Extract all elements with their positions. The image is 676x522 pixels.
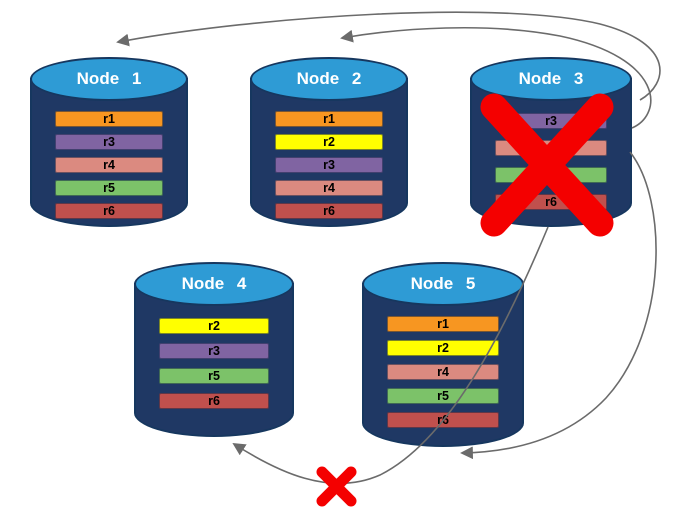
replica-bar: r2 — [387, 340, 499, 356]
node-3-cylinder: r3 r4 r5 r6 Node 3 — [470, 57, 632, 227]
replica-bar: r5 — [55, 180, 163, 196]
node-2-cylinder: r1 r2 r3 r4 r6 Node 2 — [250, 57, 408, 227]
replica-bar: r1 — [55, 111, 163, 127]
node-4-cylinder: r2 r3 r5 r6 Node 4 — [134, 262, 294, 437]
replica-bar: r5 — [387, 388, 499, 404]
broken-link-x-stroke — [316, 466, 357, 507]
replica-bar: r6 — [55, 203, 163, 219]
node-4-replica-list: r2 r3 r5 r6 — [159, 318, 269, 409]
replica-bar: r2 — [275, 134, 383, 150]
replica-bar: r3 — [495, 113, 607, 129]
replica-bar: r4 — [55, 157, 163, 173]
node-2-replica-list: r1 r2 r3 r4 r6 — [275, 111, 383, 219]
replica-bar: r6 — [275, 203, 383, 219]
replica-bar: r1 — [387, 316, 499, 332]
broken-link-x-stroke — [316, 466, 357, 507]
replica-bar: r6 — [495, 194, 607, 210]
node-5-replica-list: r1 r2 r4 r5 r6 — [387, 316, 499, 428]
node-4-title: Node 4 — [134, 262, 294, 306]
replica-bar: r3 — [159, 343, 269, 359]
replica-bar: r4 — [387, 364, 499, 380]
replica-bar: r3 — [275, 157, 383, 173]
node-3-title: Node 3 — [470, 57, 632, 101]
replica-bar: r3 — [55, 134, 163, 150]
node-5-title: Node 5 — [362, 262, 524, 306]
node-1-replica-list: r1 r3 r4 r5 r6 — [55, 111, 163, 219]
node-3-replica-list: r3 r4 r5 r6 — [495, 113, 607, 210]
replica-bar: r5 — [495, 167, 607, 183]
replica-bar: r4 — [495, 140, 607, 156]
replica-bar: r6 — [387, 412, 499, 428]
broken-link-x-icon — [316, 466, 357, 507]
node-5-cylinder: r1 r2 r4 r5 r6 Node 5 — [362, 262, 524, 447]
node-1-cylinder: r1 r3 r4 r5 r6 Node 1 — [30, 57, 188, 227]
replica-bar: r4 — [275, 180, 383, 196]
replica-bar: r6 — [159, 393, 269, 409]
replica-bar: r1 — [275, 111, 383, 127]
replica-bar: r2 — [159, 318, 269, 334]
node-2-title: Node 2 — [250, 57, 408, 101]
node-1-title: Node 1 — [30, 57, 188, 101]
replica-bar: r5 — [159, 368, 269, 384]
